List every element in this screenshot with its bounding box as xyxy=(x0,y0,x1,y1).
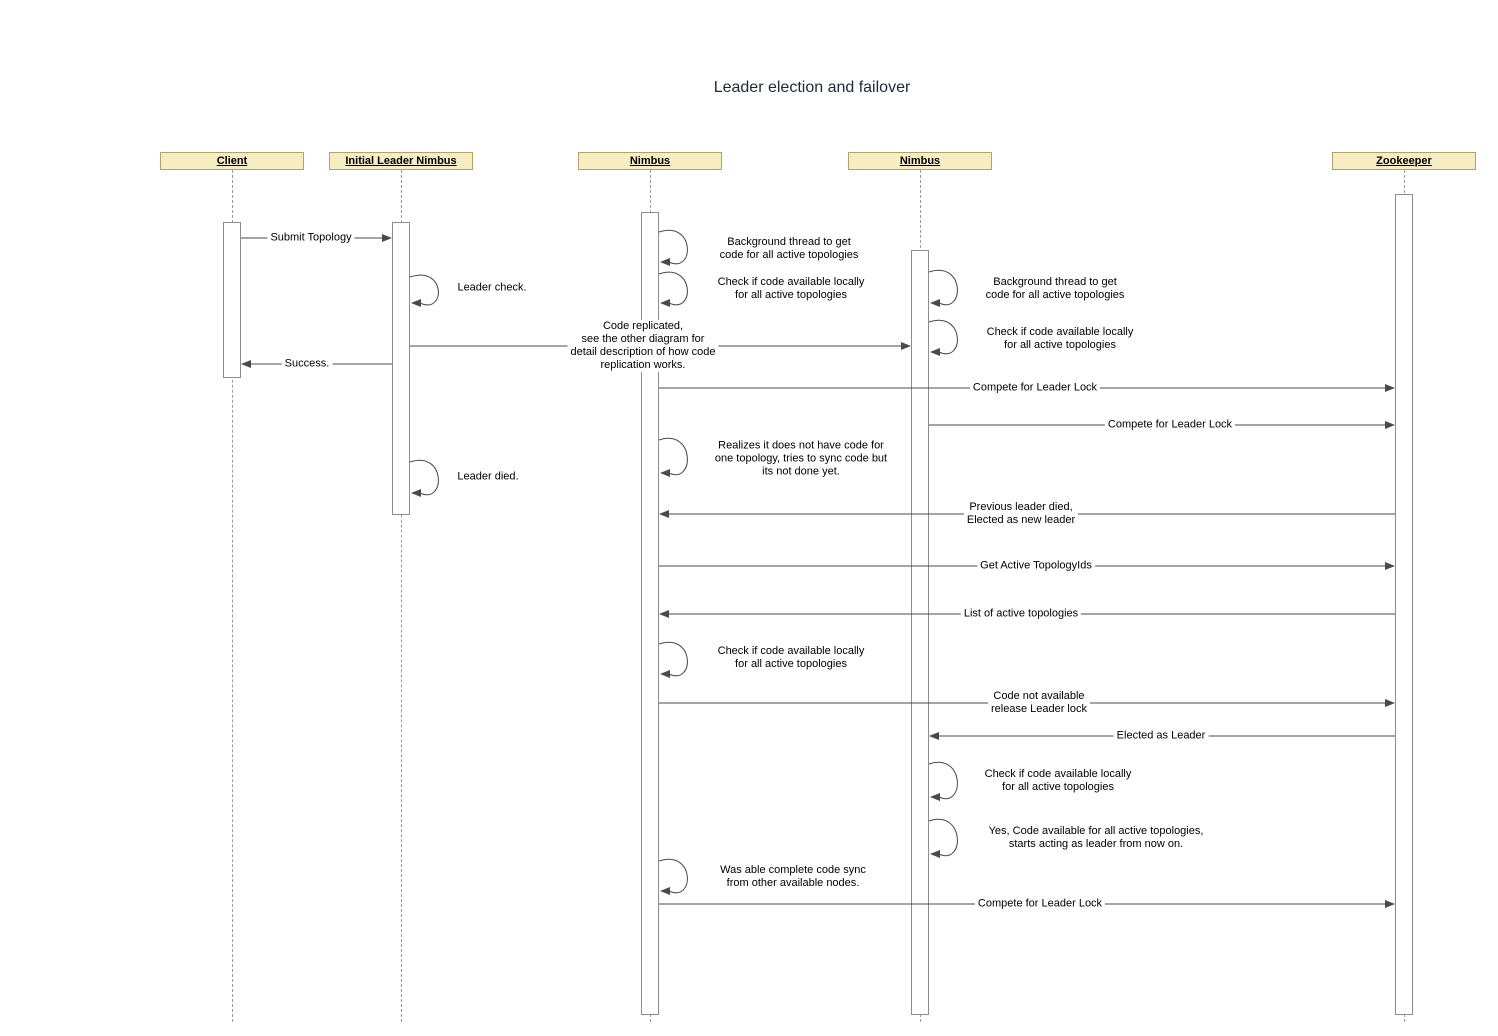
self-message-loop xyxy=(409,459,439,496)
message-label: Get Active TopologyIds xyxy=(977,559,1095,573)
message-label: List of active topologies xyxy=(960,607,1082,621)
arrowhead-icon xyxy=(930,299,940,307)
lifeline-initial-leader-nimbus xyxy=(401,170,402,1022)
message-label: Check if code available locally for all … xyxy=(981,768,1135,794)
actor-nimbus-a: Nimbus xyxy=(578,152,722,170)
self-message-loop xyxy=(658,229,688,265)
message-label: Leader died. xyxy=(454,470,522,484)
lifeline-client xyxy=(232,170,233,1022)
diagram-title: Leader election and failover xyxy=(713,79,911,96)
arrowhead-icon xyxy=(1385,384,1395,392)
arrowhead-icon xyxy=(660,887,670,895)
actor-zookeeper: Zookeeper xyxy=(1332,152,1476,170)
self-message-loop xyxy=(658,437,688,476)
arrowhead-icon xyxy=(659,510,669,518)
activation-bar-zookeeper xyxy=(1395,194,1413,1015)
self-message-loop xyxy=(928,319,958,355)
message-label: Compete for Leader Lock xyxy=(969,381,1101,395)
arrowhead-icon xyxy=(660,469,670,477)
message-label: Code replicated, see the other diagram f… xyxy=(567,320,719,372)
arrowhead-icon xyxy=(930,348,940,356)
message-label: Background thread to get code for all ac… xyxy=(716,236,862,262)
message-label: Code not available release Leader lock xyxy=(987,690,1091,716)
arrowhead-icon xyxy=(1385,562,1395,570)
arrowhead-icon xyxy=(929,732,939,740)
message-label: Yes, Code available for all active topol… xyxy=(985,825,1207,851)
arrowhead-icon xyxy=(660,670,670,678)
message-label: Elected as Leader xyxy=(1113,729,1209,743)
arrowhead-icon xyxy=(382,234,392,242)
arrowhead-icon xyxy=(1385,900,1395,908)
message-label: Success. xyxy=(281,357,333,371)
arrowhead-icon xyxy=(660,258,670,266)
activation-bar-initial-leader-nimbus xyxy=(392,222,410,515)
message-label: Compete for Leader Lock xyxy=(1104,418,1236,432)
message-label: Background thread to get code for all ac… xyxy=(982,276,1128,302)
arrowhead-icon xyxy=(1385,699,1395,707)
message-label: Check if code available locally for all … xyxy=(983,326,1137,352)
actor-initial-leader-nimbus: Initial Leader Nimbus xyxy=(329,152,473,170)
self-message-loop xyxy=(658,858,688,894)
arrowhead-icon xyxy=(411,299,421,307)
activation-bar-client xyxy=(223,222,241,378)
arrowhead-icon xyxy=(659,610,669,618)
self-message-loop xyxy=(928,818,958,857)
message-label: Submit Topology xyxy=(267,231,355,245)
activation-bar-nimbus-a xyxy=(641,212,659,1015)
arrowhead-icon xyxy=(411,489,421,497)
message-label: Realizes it does not have code for one t… xyxy=(711,439,891,479)
actor-client: Client xyxy=(160,152,304,170)
message-label: Leader check. xyxy=(454,281,530,295)
message-label: Check if code available locally for all … xyxy=(714,276,868,302)
self-message-loop xyxy=(928,761,958,800)
self-message-loop xyxy=(409,274,439,306)
self-message-loop xyxy=(928,269,958,306)
arrowhead-icon xyxy=(1385,421,1395,429)
message-label: Compete for Leader Lock xyxy=(974,897,1106,911)
self-message-loop xyxy=(658,641,688,677)
arrowhead-icon xyxy=(930,793,940,801)
arrowhead-icon xyxy=(930,850,940,858)
message-label: Was able complete code sync from other a… xyxy=(717,864,869,890)
arrowhead-icon xyxy=(241,360,251,368)
message-label: Check if code available locally for all … xyxy=(714,645,868,671)
actor-nimbus-b: Nimbus xyxy=(848,152,992,170)
arrowhead-icon xyxy=(660,299,670,307)
message-label: Previous leader died, Elected as new lea… xyxy=(963,501,1079,527)
arrowhead-icon xyxy=(901,342,911,350)
activation-bar-nimbus-b xyxy=(911,250,929,1015)
self-message-loop xyxy=(658,271,688,306)
